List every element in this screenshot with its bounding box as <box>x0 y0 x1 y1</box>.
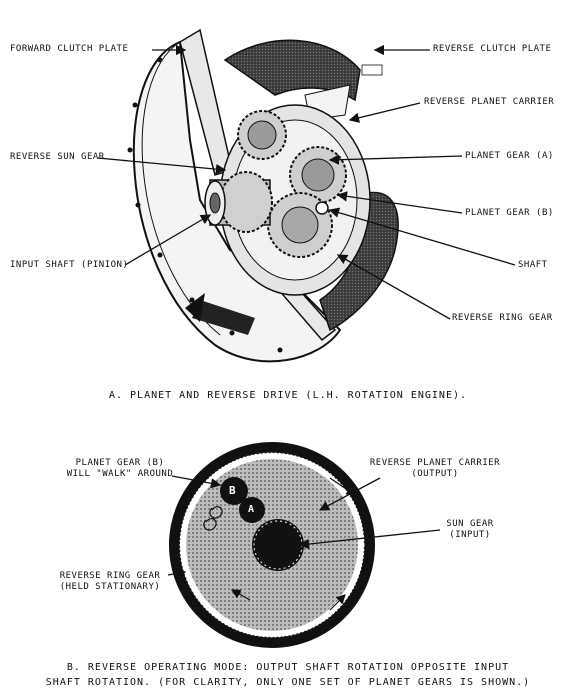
label-b-reverse-planet-carrier-line1: REVERSE PLANET CARRIER <box>369 458 501 468</box>
gear-set-shape <box>204 110 347 258</box>
figure-b-caption-line2: SHAFT ROTATION. (FOR CLARITY, ONLY ONE S… <box>45 677 531 688</box>
figure-b-drawing <box>169 442 375 648</box>
label-reverse-ring-gear: REVERSE RING GEAR <box>452 313 553 323</box>
label-planet-gear-a: PLANET GEAR (A) <box>465 151 554 161</box>
label-reverse-sun-gear: REVERSE SUN GEAR <box>10 152 105 162</box>
label-b-reverse-ring-gear-line1: REVERSE RING GEAR <box>59 571 161 581</box>
label-reverse-planet-carrier: REVERSE PLANET CARRIER <box>424 97 555 107</box>
figure-b-leader-lines <box>167 475 441 579</box>
label-planet-gear-b: PLANET GEAR (B) <box>465 208 554 218</box>
gear-b-letter: B <box>229 484 237 497</box>
label-reverse-clutch-plate: REVERSE CLUTCH PLATE <box>433 44 552 54</box>
figure-a-caption: A. PLANET AND REVERSE DRIVE (L.H. ROTATI… <box>108 390 468 401</box>
label-b-planet-gear-b-line1: PLANET GEAR (B) <box>75 458 165 468</box>
figure-a-leader-lines <box>97 44 516 320</box>
label-b-sun-gear-line2: (INPUT) <box>449 530 491 540</box>
label-b-sun-gear-line1: SUN GEAR <box>446 519 494 529</box>
label-b-reverse-planet-carrier-line2: (OUTPUT) <box>411 469 459 479</box>
gear-a-letter: A <box>248 504 255 515</box>
label-b-reverse-ring-gear-line2: (HELD STATIONARY) <box>59 582 161 592</box>
label-forward-clutch-plate: FORWARD CLUTCH PLATE <box>10 44 129 54</box>
label-shaft: SHAFT <box>518 260 548 270</box>
label-b-planet-gear-b-line2: WILL "WALK" AROUND <box>66 469 174 479</box>
figure-b-caption-line1: B. REVERSE OPERATING MODE: OUTPUT SHAFT … <box>66 662 510 673</box>
label-input-shaft: INPUT SHAFT (PINION) <box>10 260 129 270</box>
